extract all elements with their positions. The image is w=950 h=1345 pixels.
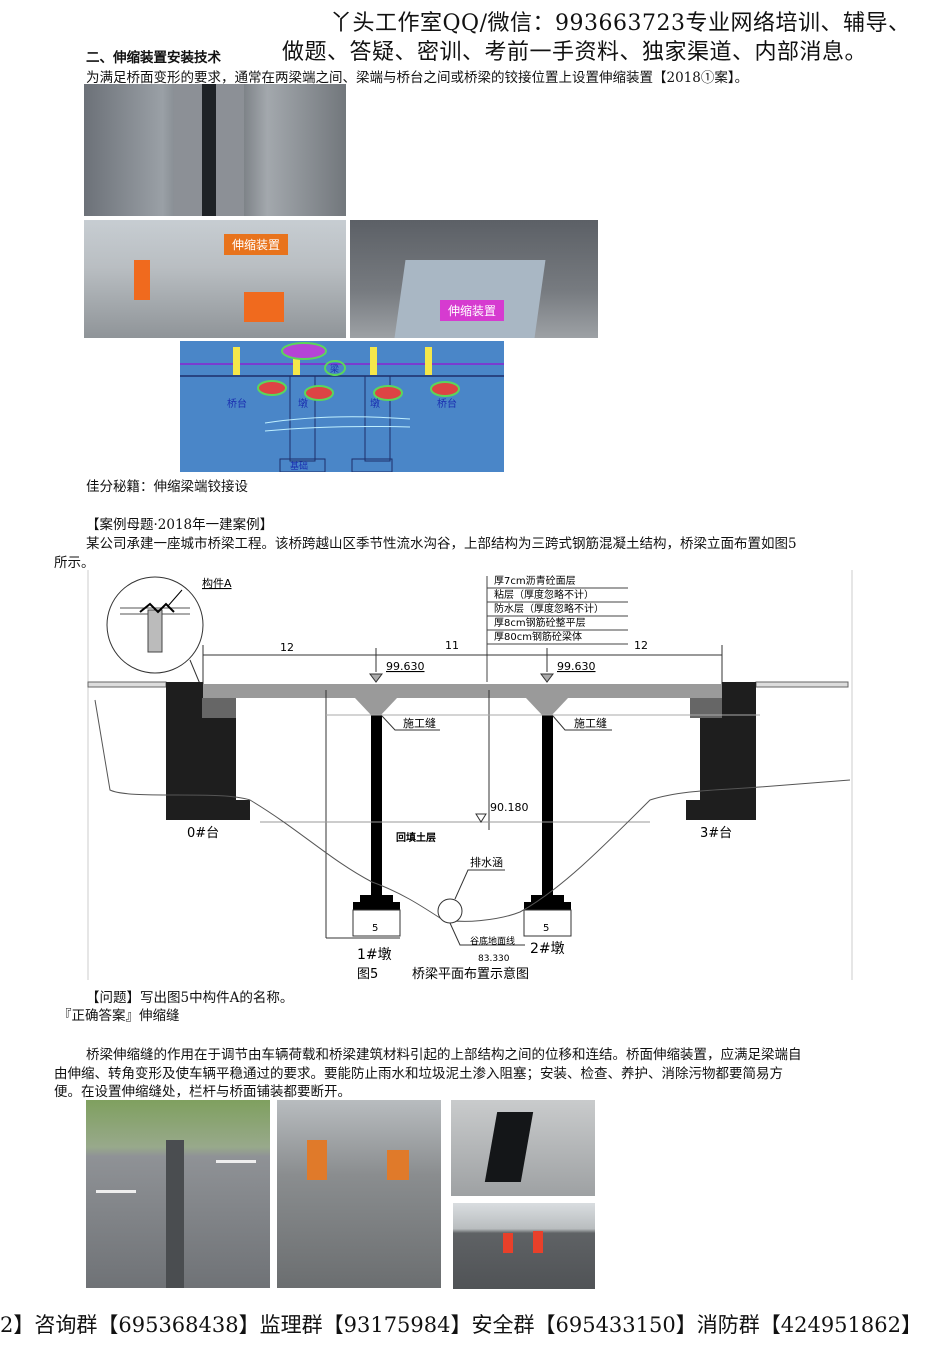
bridge-schematic-image: 桥台 墩 墩 桥台 梁 基础 xyxy=(180,341,504,472)
drainage-culvert-label: 排水涵 xyxy=(470,855,503,869)
case-text-line-1: 某公司承建一座城市桥梁工程。该桥跨越山区季节性流水沟谷，上部结构为三跨式钢筋混凝… xyxy=(86,536,797,552)
figure-number: 图5 xyxy=(357,967,378,982)
label-pier-1: 墩 xyxy=(298,397,308,410)
layer-label: 粘层（厚度忽略不计） xyxy=(494,588,594,601)
paragraph-line-3: 便。在设置伸缩缝处，栏杆与桥面铺装都要断开。 xyxy=(54,1084,351,1100)
footing-2-label: 5 xyxy=(543,923,549,934)
footing-1-label: 5 xyxy=(372,923,378,934)
component-a-label: 构件A xyxy=(202,576,232,590)
paragraph-line-2: 由伸缩、转角变形及使车辆平稳通过的要求。要能防止雨水和垃圾泥土渗入阻塞；安装、检… xyxy=(54,1066,783,1082)
expansion-device-tag: 伸缩装置 xyxy=(224,234,289,255)
elevation-pier-1: 99.630 xyxy=(386,660,425,673)
road-expansion-joint-photo xyxy=(86,1100,270,1288)
layer-label: 厚80cm钢筋砼梁体 xyxy=(494,630,582,643)
expansion-joint-photo xyxy=(84,84,346,216)
section-intro: 为满足桥面变形的要求，通常在两梁端之间、梁端与桥台之间或桥梁的铰接位置上设置伸缩… xyxy=(86,70,749,86)
label-abutment-right: 桥台 xyxy=(437,397,457,410)
pier-1-label: 1#墩 xyxy=(357,947,392,963)
abutment-0-label: 0#台 xyxy=(187,826,219,841)
label-beam: 梁 xyxy=(330,363,339,375)
watermark-line-1: 丫头工作室QQ/微信：993663723专业网络培训、辅导、 xyxy=(330,11,911,36)
welding-workers-photo xyxy=(277,1100,441,1288)
tip-text: 佳分秘籍：伸缩梁端铰接设 xyxy=(86,479,248,495)
span-2: 11 xyxy=(445,639,459,652)
case-text-line-2: 所示。 xyxy=(54,555,95,571)
section-title: 二、伸缩装置安装技术 xyxy=(86,50,221,66)
construction-joint-label-1: 施工缝 xyxy=(403,716,436,730)
water-level-elevation: 90.180 xyxy=(490,801,529,814)
paragraph-line-1: 桥梁伸缩缝的作用在于调节由车辆荷载和桥梁建筑材料引起的上部结构之间的位移和连结。… xyxy=(86,1047,802,1063)
span-3: 12 xyxy=(634,639,648,652)
layer-label: 防水层（厚度忽略不计） xyxy=(494,602,604,615)
span-1: 12 xyxy=(280,641,294,654)
construction-joint-label-2: 施工缝 xyxy=(574,716,607,730)
question-text: 【问题】写出图5中构件A的名称。 xyxy=(86,990,294,1006)
workers-photo-2: 伸缩装置 xyxy=(350,220,598,338)
figure-caption: 桥梁平面布置示意图 xyxy=(412,966,529,982)
expansion-device-tag: 伸缩装置 xyxy=(440,300,505,321)
label-foundation: 基础 xyxy=(290,460,308,472)
case-title: 【案例母题·2018年一建案例】 xyxy=(86,517,274,533)
label-abutment-left: 桥台 xyxy=(227,397,247,410)
pier-2-label: 2#墩 xyxy=(530,941,565,957)
valley-elevation: 83.330 xyxy=(478,954,510,964)
answer-text: 『正确答案』伸缩缝 xyxy=(58,1008,180,1024)
backfill-label: 回填土层 xyxy=(396,831,436,844)
elevation-pier-2: 99.630 xyxy=(557,660,596,673)
layer-legend: 厚7cm沥青砼面层 粘层（厚度忽略不计） 防水层（厚度忽略不计） 厚8cm钢筋砼… xyxy=(487,574,628,645)
layer-label: 厚8cm钢筋砼整平层 xyxy=(494,616,586,629)
layer-label: 厚7cm沥青砼面层 xyxy=(494,574,576,587)
workers-photo-1: 伸缩装置 xyxy=(84,220,346,338)
abutment-3-label: 3#台 xyxy=(700,826,732,841)
rubber-joint-photo xyxy=(451,1100,595,1196)
footer-contact-groups: 2】咨询群【695368438】监理群【93175984】安全群【6954331… xyxy=(0,1313,922,1337)
watermark-line-2: 做题、答疑、密训、考前一手资料、独家渠道、内部消息。 xyxy=(282,40,868,65)
road-workers-photo xyxy=(453,1203,595,1289)
valley-ground-line-label: 谷底地面线 xyxy=(470,935,515,947)
label-pier-2: 墩 xyxy=(370,397,380,410)
